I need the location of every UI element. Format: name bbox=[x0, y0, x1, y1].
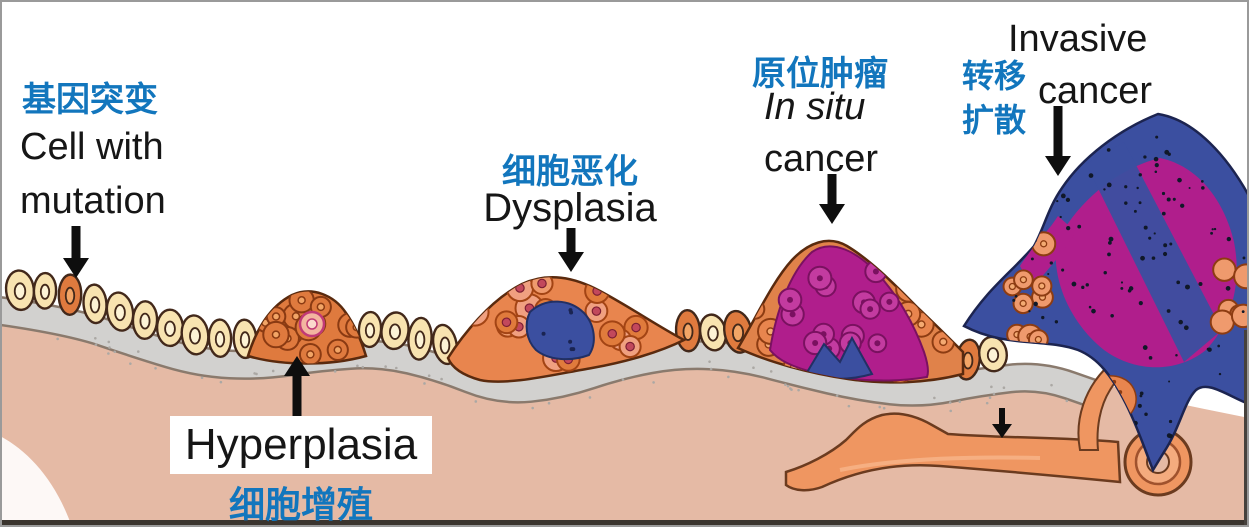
hyperplasia-label-box: Hyperplasia bbox=[170, 416, 432, 474]
dysplasia-label-cn: 细胞恶化 bbox=[502, 153, 638, 191]
mutation-label-en-line1: Cell with bbox=[20, 126, 164, 168]
dysplasia-arrow bbox=[558, 228, 584, 272]
invasive-label-en-line2: cancer bbox=[1038, 70, 1153, 112]
dysplasia-label-en: Dysplasia bbox=[483, 186, 657, 230]
mutation-label-en-line2: mutation bbox=[20, 180, 166, 222]
mutation-label-cn: 基因突变 bbox=[22, 81, 158, 119]
invasive-label-en-line1: Invasive bbox=[1008, 18, 1148, 60]
in-situ-label-en-line2: cancer bbox=[764, 138, 879, 180]
invasive-label-cn: 转移 扩散 bbox=[962, 54, 1026, 142]
in-situ-label-en-line1: In situ bbox=[764, 86, 866, 128]
invasive-label-cn-line1: 转移 bbox=[962, 58, 1027, 94]
hyperplasia-label-cn: 细胞增殖 bbox=[228, 484, 373, 525]
hyperplasia-label-en: Hyperplasia bbox=[184, 420, 418, 469]
vessel-arrow bbox=[992, 408, 1012, 438]
invasive-arrow bbox=[1045, 106, 1071, 176]
mutation-arrow bbox=[63, 226, 89, 278]
in-situ-label-cn: 原位肿瘤 bbox=[752, 55, 888, 93]
in-situ-arrow bbox=[819, 174, 845, 224]
invasive-label-cn-line2: 扩散 bbox=[962, 102, 1027, 138]
hyperplasia-arrow bbox=[284, 356, 310, 420]
